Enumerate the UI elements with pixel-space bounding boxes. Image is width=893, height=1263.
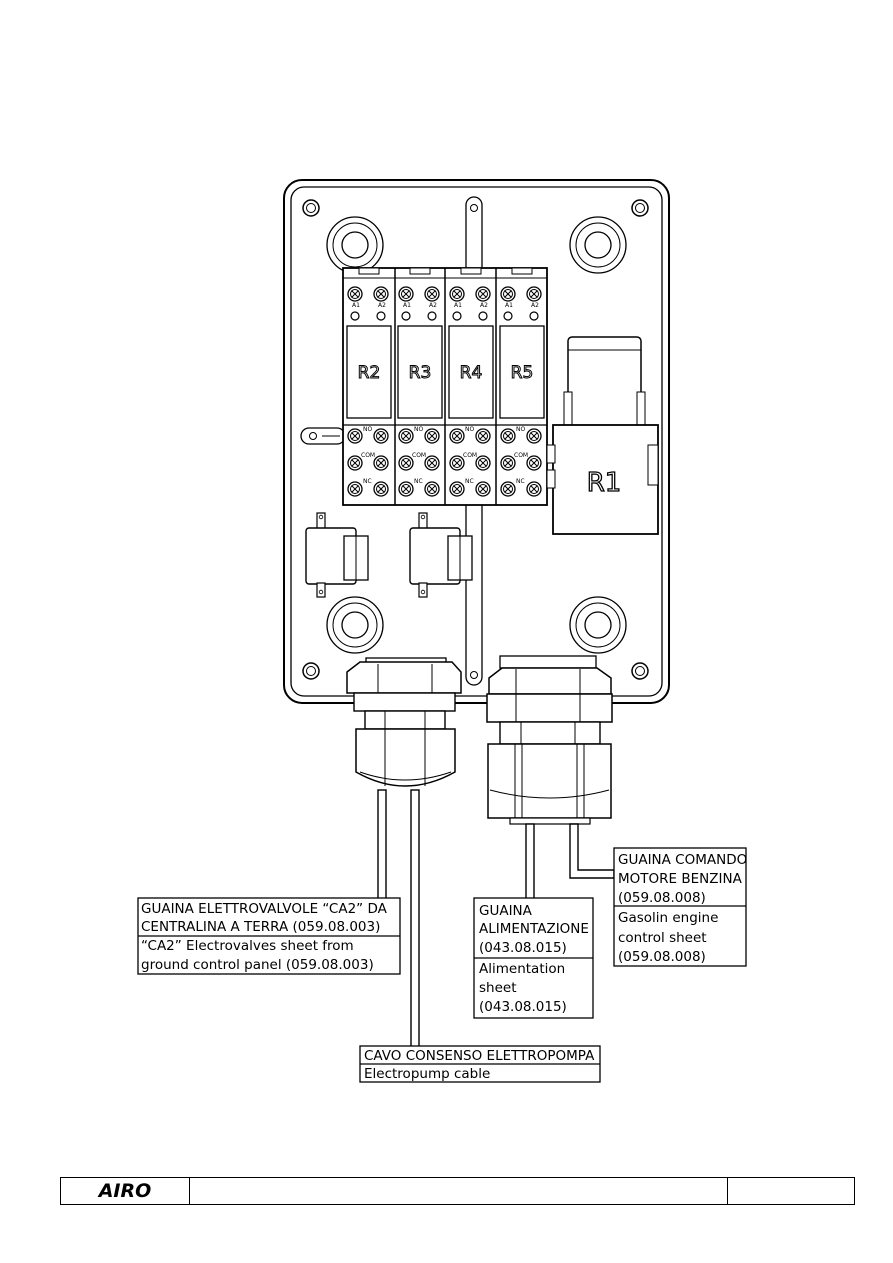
terminal-label-com: COM xyxy=(514,452,528,459)
terminal-label-com: COM xyxy=(361,452,375,459)
terminal-label-nc: NC xyxy=(414,478,423,485)
footer-right-cell xyxy=(728,1178,854,1204)
fuse-holder-right xyxy=(409,512,473,598)
contact-terminal-labels: NO NO NO NO COM COM COM COM NC NC NC NC xyxy=(361,426,528,485)
relay-bodies: R2 R3 R4 R5 xyxy=(346,325,545,419)
terminal-label-nc: NC xyxy=(363,478,372,485)
motore-line5: control sheet xyxy=(618,930,707,946)
terminal-label-no: NO xyxy=(516,426,525,433)
cable-gland-right xyxy=(486,655,613,825)
alimentazione-line1: GUAINA xyxy=(479,903,533,919)
motore-line1: GUAINA COMANDO xyxy=(618,852,747,868)
terminal-label-no: NO xyxy=(414,426,423,433)
terminal-label-nc: NC xyxy=(465,478,474,485)
relay-label-r1: R1 xyxy=(587,468,622,498)
fuse-holder-left xyxy=(305,512,369,598)
terminal-label-no: NO xyxy=(363,426,372,433)
alimentazione-line3: (043.08.015) xyxy=(479,940,567,956)
motore-line6: (059.08.008) xyxy=(618,949,706,965)
ca2-line1: GUAINA ELETTROVALVOLE “CA2” DA xyxy=(141,901,388,917)
relay-label-r4: R4 xyxy=(460,363,483,383)
terminal-label-a2: A2 xyxy=(378,302,386,309)
terminal-label-a2: A2 xyxy=(531,302,539,309)
alimentazione-line2: ALIMENTAZIONE xyxy=(479,921,589,937)
cable-gland-left xyxy=(346,657,462,787)
terminal-label-com: COM xyxy=(412,452,426,459)
terminal-label-a1: A1 xyxy=(454,302,462,309)
alimentazione-line5: sheet xyxy=(479,980,517,996)
terminal-label-a2: A2 xyxy=(429,302,437,309)
terminal-label-a1: A1 xyxy=(505,302,513,309)
callout-motore: GUAINA COMANDO MOTORE BENZINA (059.08.00… xyxy=(613,847,747,967)
footer-middle-cell xyxy=(190,1178,728,1204)
terminal-label-a2: A2 xyxy=(480,302,488,309)
terminal-label-a1: A1 xyxy=(352,302,360,309)
callout-elettropompa: CAVO CONSENSO ELETTROPOMPA Electropump c… xyxy=(359,1045,601,1083)
callout-alimentazione: GUAINA ALIMENTAZIONE (043.08.015) Alimen… xyxy=(473,897,594,1019)
relay-label-r5: R5 xyxy=(511,363,534,383)
elettropompa-line1: CAVO CONSENSO ELETTROPOMPA xyxy=(364,1048,595,1064)
relay-r1: R1 xyxy=(546,336,659,535)
airo-logo: AIRO xyxy=(98,1180,152,1202)
terminal-label-a1: A1 xyxy=(403,302,411,309)
motore-line3: (059.08.008) xyxy=(618,890,706,906)
ca2-line2: CENTRALINA A TERRA (059.08.003) xyxy=(141,919,380,935)
ca2-line4: ground control panel (059.08.003) xyxy=(141,957,374,973)
elettropompa-line2: Electropump cable xyxy=(364,1066,490,1082)
footer-logo-cell: AIRO xyxy=(61,1178,190,1204)
terminal-label-nc: NC xyxy=(516,478,525,485)
relay-label-r3: R3 xyxy=(409,363,432,383)
ca2-line3: “CA2” Electrovalves sheet from xyxy=(141,938,354,954)
footer-title-block: AIRO xyxy=(60,1177,855,1205)
callout-ca2: GUAINA ELETTROVALVOLE “CA2” DA CENTRALIN… xyxy=(137,897,401,975)
alimentazione-line6: (043.08.015) xyxy=(479,999,567,1015)
terminal-label-com: COM xyxy=(463,452,477,459)
alimentazione-line4: Alimentation xyxy=(479,961,565,977)
motore-line2: MOTORE BENZINA xyxy=(618,871,743,887)
coil-terminal-labels: A1 A2 A1 A2 A1 A2 A1 A2 xyxy=(352,302,539,309)
motore-line4: Gasolin engine xyxy=(618,910,718,926)
terminal-label-no: NO xyxy=(465,426,474,433)
relay-label-r2: R2 xyxy=(358,363,381,383)
